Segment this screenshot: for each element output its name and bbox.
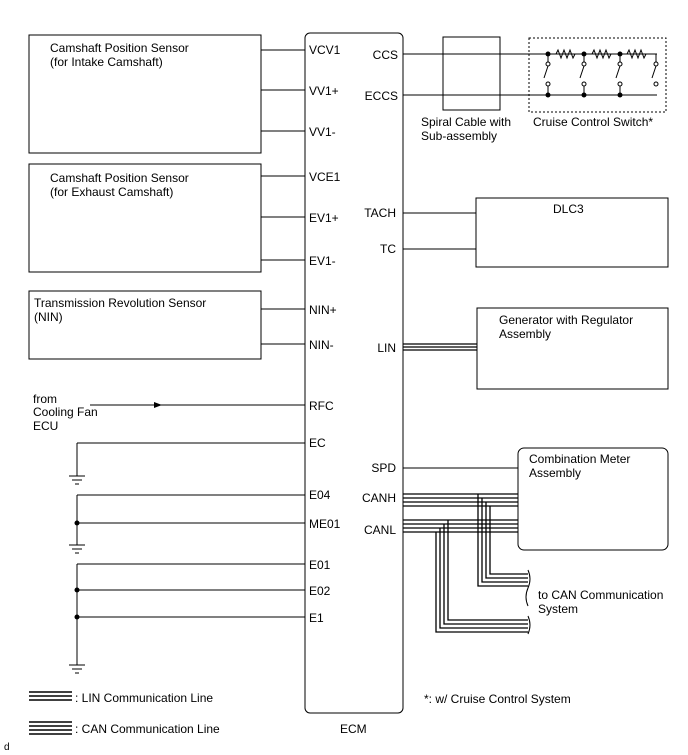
ecm-right-pins: CCS ECCS TACH TC LIN SPD CANH CANL bbox=[362, 48, 398, 537]
spiral-cable-label-1: Spiral Cable with bbox=[421, 115, 511, 129]
nin-sensor-label-1: Transmission Revolution Sensor bbox=[34, 296, 206, 310]
pin-spd: SPD bbox=[371, 461, 396, 475]
cruise-switch-label: Cruise Control Switch* bbox=[533, 115, 653, 129]
ground-icon bbox=[69, 544, 85, 554]
combination-meter-label-2: Assembly bbox=[529, 466, 581, 480]
generator-box bbox=[476, 307, 669, 390]
intake-cam-sensor-label-1: Camshaft Position Sensor bbox=[50, 41, 189, 55]
ground-icon bbox=[69, 475, 85, 485]
pin-canh: CANH bbox=[362, 491, 396, 505]
pin-tc: TC bbox=[380, 242, 396, 256]
resistor-icon bbox=[555, 48, 647, 60]
spiral-cable-box bbox=[442, 36, 501, 111]
pin-e02: E02 bbox=[309, 584, 331, 598]
pin-vv1-plus: VV1+ bbox=[309, 84, 339, 98]
intake-cam-sensor-box bbox=[28, 34, 262, 154]
can-break-icon bbox=[525, 569, 531, 635]
pin-vv1-minus: VV1- bbox=[309, 125, 336, 139]
ecm-left-pins: VCV1 VV1+ VV1- VCE1 EV1+ EV1- NIN+ NIN- … bbox=[309, 43, 341, 625]
switch-junctions bbox=[545, 51, 623, 98]
cruise-switch-box bbox=[528, 37, 667, 113]
ecm-label: ECM bbox=[340, 722, 367, 736]
left-wires bbox=[76, 49, 305, 665]
pin-ev1-minus: EV1- bbox=[309, 254, 336, 268]
legend-lin-line bbox=[29, 691, 72, 701]
cooling-fan-label-1: from bbox=[33, 392, 57, 406]
junction-dots bbox=[74, 520, 80, 620]
combination-meter-box bbox=[517, 447, 669, 551]
pin-ccs: CCS bbox=[373, 48, 398, 62]
legend-lin-label: : LIN Communication Line bbox=[75, 691, 213, 705]
can-system-label-2: System bbox=[538, 602, 578, 616]
dlc3-box bbox=[475, 197, 669, 268]
ground-icon bbox=[69, 664, 85, 674]
pin-me01: ME01 bbox=[309, 517, 341, 531]
dlc3-wires bbox=[403, 212, 476, 250]
pin-eccs: ECCS bbox=[365, 89, 398, 103]
pin-ec: EC bbox=[309, 436, 326, 450]
exhaust-cam-sensor-label-2: (for Exhaust Camshaft) bbox=[50, 185, 173, 199]
legend-can-label: : CAN Communication Line bbox=[75, 722, 220, 736]
generator-label-2: Assembly bbox=[499, 327, 551, 341]
generator-label-1: Generator with Regulator bbox=[499, 313, 633, 327]
combination-meter-label-1: Combination Meter bbox=[529, 452, 630, 466]
pin-lin: LIN bbox=[377, 341, 396, 355]
pin-vce1: VCE1 bbox=[309, 170, 341, 184]
nin-sensor-label-2: (NIN) bbox=[34, 310, 63, 324]
pin-rfc: RFC bbox=[309, 399, 334, 413]
pin-tach: TACH bbox=[364, 206, 396, 220]
pin-e01: E01 bbox=[309, 558, 331, 572]
lin-wire bbox=[403, 343, 477, 351]
pin-ev1-plus: EV1+ bbox=[309, 211, 339, 225]
pin-e04: E04 bbox=[309, 488, 331, 502]
intake-cam-sensor-label-2: (for Intake Camshaft) bbox=[50, 55, 163, 69]
pin-nin-plus: NIN+ bbox=[309, 303, 337, 317]
pin-e1: E1 bbox=[309, 611, 324, 625]
ecm-box bbox=[304, 32, 404, 714]
pin-vcv1: VCV1 bbox=[309, 43, 341, 57]
cooling-fan-label-3: ECU bbox=[33, 419, 58, 433]
canl-wire bbox=[403, 519, 528, 633]
can-system-label-1: to CAN Communication bbox=[538, 588, 663, 602]
pin-canl: CANL bbox=[364, 523, 396, 537]
canh-wire bbox=[403, 493, 528, 587]
exhaust-cam-sensor-box bbox=[28, 163, 262, 273]
cooling-fan-label-2: Cooling Fan bbox=[33, 405, 98, 419]
corner-code: d bbox=[4, 742, 10, 753]
spiral-cable-label-2: Sub-assembly bbox=[421, 129, 497, 143]
legend-can-line bbox=[29, 721, 72, 735]
ccs-eccs-wires bbox=[403, 53, 657, 96]
dlc3-label: DLC3 bbox=[553, 202, 584, 216]
nin-sensor-box bbox=[28, 290, 262, 360]
pin-nin-minus: NIN- bbox=[309, 338, 334, 352]
footnote: *: w/ Cruise Control System bbox=[424, 692, 571, 706]
exhaust-cam-sensor-label-1: Camshaft Position Sensor bbox=[50, 171, 189, 185]
